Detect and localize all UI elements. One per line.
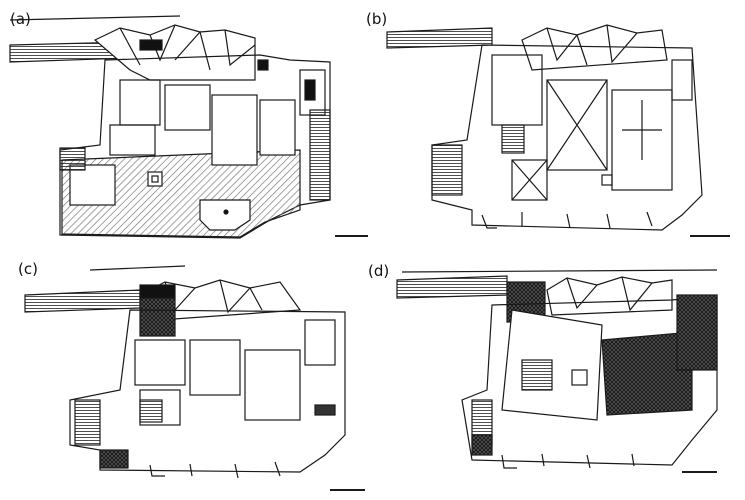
panel-label-a: (a) <box>10 10 31 28</box>
panel-label-c: (c) <box>18 260 38 278</box>
floor-plan-panel-b: (b) <box>366 0 744 250</box>
floor-plan-panel-c: (c) <box>0 250 372 500</box>
panel-label-d: (d) <box>368 262 390 280</box>
floor-plan-c <box>24 265 365 491</box>
panel-label-b: (b) <box>366 10 388 28</box>
floor-plan-a <box>9 15 368 239</box>
floor-plan-panel-a: (a) <box>0 0 372 250</box>
floor-plan-panel-d: (d) <box>368 250 744 500</box>
floor-plan-d <box>396 269 718 473</box>
floor-plan-b <box>386 24 730 237</box>
